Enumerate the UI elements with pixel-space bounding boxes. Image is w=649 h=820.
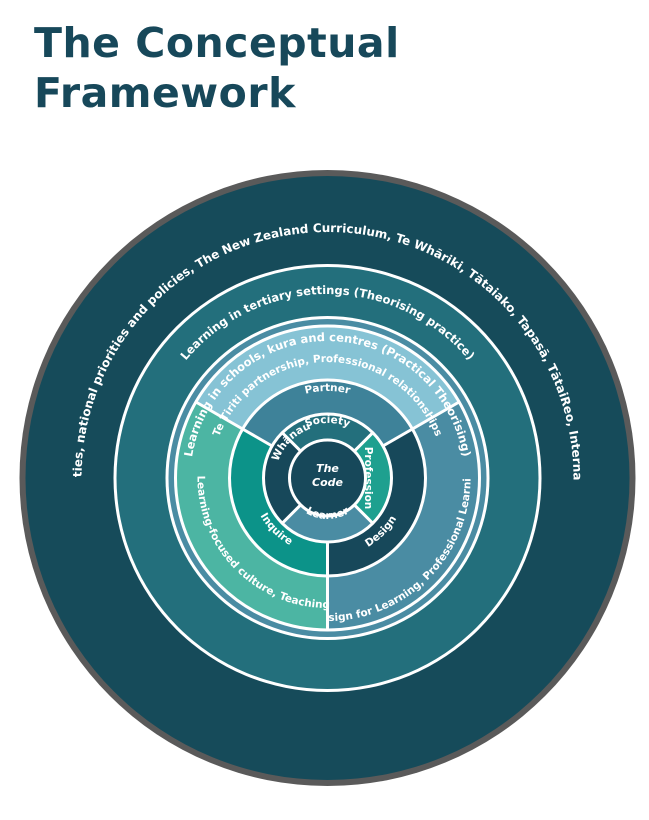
page-title: The Conceptual Framework <box>34 18 400 118</box>
divider-line <box>353 431 374 453</box>
partner-label: Partner <box>304 382 353 397</box>
divider-line <box>382 427 414 448</box>
title-line-2: Framework <box>34 69 296 117</box>
divider-line <box>353 503 374 525</box>
society-label: Society <box>303 414 352 430</box>
divider-line <box>195 400 244 431</box>
profession-label: Profession <box>362 447 374 510</box>
center-label-line-2: Code <box>312 476 344 489</box>
center-circle <box>289 440 366 516</box>
divider-ring <box>288 438 367 518</box>
divider-line <box>411 400 460 431</box>
learner-label: Learner <box>304 505 351 523</box>
title-line-1: The Conceptual <box>34 19 400 67</box>
divider-line <box>281 431 302 453</box>
divider-line <box>241 427 273 448</box>
center-label-line-1: The <box>316 462 339 475</box>
divider-line <box>281 503 302 525</box>
